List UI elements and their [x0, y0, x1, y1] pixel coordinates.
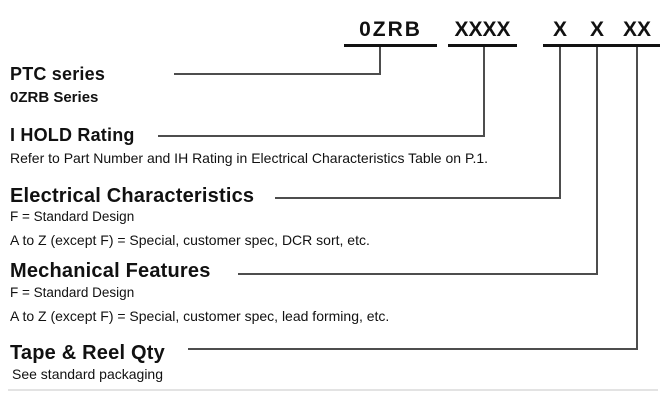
section-line-electrical-standard: F = Standard Design — [10, 209, 135, 224]
connector-vertical-tape-reel — [636, 47, 638, 349]
segment-underline-series — [344, 44, 437, 47]
connector-vertical-mechanical — [596, 47, 598, 274]
connector-horizontal-tape-reel — [188, 348, 638, 350]
section-line-ihold-note: Refer to Part Number and IH Rating in El… — [10, 150, 489, 166]
section-title-tape-reel-qty: Tape & Reel Qty — [10, 342, 165, 364]
segment-underline-ihold — [448, 44, 517, 47]
section-line-mechanical-special: A to Z (except F) = Special, customer sp… — [10, 308, 390, 324]
connector-horizontal-electrical — [275, 197, 561, 199]
part-number-segment-tape-reel: XX — [622, 18, 651, 41]
section-title-ptc-series: PTC series — [10, 64, 106, 84]
connector-horizontal-series — [174, 73, 381, 75]
segment-underline-suffix-group — [543, 44, 660, 47]
part-number-segment-electrical: X — [552, 18, 567, 41]
connector-vertical-ihold — [483, 47, 485, 136]
section-line-mechanical-standard: F = Standard Design — [10, 285, 135, 300]
connector-vertical-electrical — [559, 47, 561, 198]
part-number-segment-series: 0ZRB — [359, 18, 422, 41]
section-title-ihold-rating: I HOLD Rating — [10, 125, 135, 145]
section-line-0zrb-series: 0ZRB Series — [10, 89, 99, 106]
bottom-divider — [8, 389, 658, 391]
section-line-tape-reel-packaging: See standard packaging — [12, 366, 163, 382]
connector-horizontal-ihold — [158, 135, 485, 137]
section-title-mechanical-features: Mechanical Features — [10, 260, 211, 282]
section-line-electrical-special: A to Z (except F) = Special, customer sp… — [10, 232, 370, 248]
connector-vertical-series — [379, 47, 381, 74]
part-number-segment-mechanical: X — [589, 18, 604, 41]
part-number-segment-ihold: XXXX — [454, 18, 511, 41]
connector-horizontal-mechanical — [238, 273, 598, 275]
section-title-electrical-characteristics: Electrical Characteristics — [10, 185, 255, 207]
